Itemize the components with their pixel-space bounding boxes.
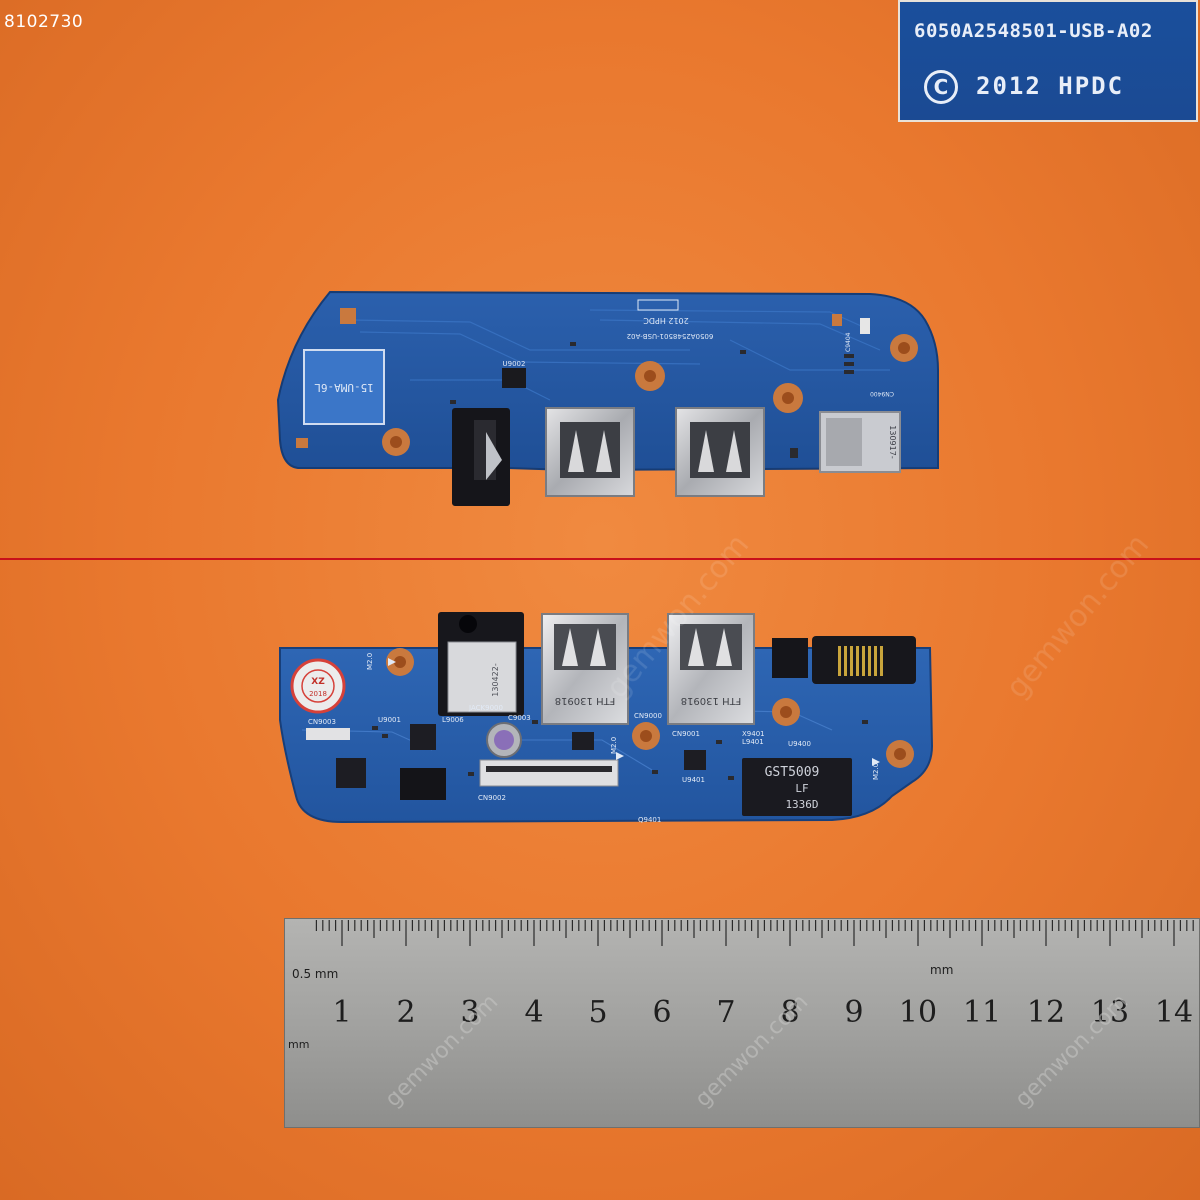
watermark-1: gemwon.com [599, 528, 756, 705]
ruler-number: 5 [588, 995, 607, 1030]
usb-code-1: FTH 130918 [555, 695, 616, 706]
usb-port-front-1: FTH 130918 [541, 613, 629, 725]
ruler-number: 6 [652, 995, 671, 1030]
chip-line1: GST5009 [765, 765, 820, 780]
ruler-mm-label-left: mm [288, 1038, 309, 1051]
board-label-left: 15-UMA-6L [314, 381, 374, 394]
chip-line2: LF [795, 782, 808, 795]
ref-u9401: U9401 [682, 776, 705, 784]
ruler-mm-label-top: mm [930, 963, 953, 977]
ruler-number: 3 [460, 995, 479, 1030]
chip-line3: 1336D [785, 798, 818, 811]
part-number-text: 6050A2548501-USB-A02 [914, 20, 1153, 42]
ruler-number: 1 [332, 995, 351, 1030]
ruler-number: 7 [716, 995, 735, 1030]
usb-board-back-side: 15-UMA-6L U9002 6050A2548501-USB-A02 201… [276, 290, 939, 506]
part-number-closeup: 6050A2548501-USB-A02 C 2012 HPDC [898, 0, 1198, 122]
ref-c9003: C9003 [508, 714, 531, 722]
sku-label: 8102730 [4, 12, 84, 32]
mark-m2-right: M2.0 [872, 763, 880, 780]
section-divider [0, 558, 1200, 560]
ref-u9400: U9400 [788, 740, 811, 748]
ref-jack9000: JACK9000 [468, 704, 503, 712]
connector-code: 130917- [888, 425, 897, 459]
ruler-number: 2 [396, 995, 415, 1030]
copyright-text: 2012 HPDC [976, 72, 1125, 100]
usb-port-front-2: FTH 130918 [667, 613, 755, 725]
ref-cn9000: CN9000 [634, 712, 662, 720]
usb-board-front-side: 130422- JACK9000 FTH 130918 FTH 130918 [279, 612, 934, 824]
silk-copyright: 2012 HPDC [643, 316, 689, 325]
silk-part-number: 6050A2548501-USB-A02 [627, 332, 714, 340]
ruler-half-mm-label: 0.5 mm [292, 967, 338, 981]
pcb-top [276, 290, 939, 472]
ref-u9001: U9001 [378, 716, 401, 724]
ref-x9401: X9401 [742, 730, 765, 738]
jack-code: 130422- [491, 663, 500, 697]
ref-cn9400: CN9400 [870, 390, 894, 397]
ruler-number: 4 [524, 995, 543, 1030]
usb-port-1 [545, 407, 635, 497]
ref-l9006: L9006 [442, 716, 464, 724]
mark-m2-mid: M2.0 [610, 737, 618, 754]
ref-c9404: C9404 [845, 332, 852, 352]
ruler-number: 12 [1027, 995, 1065, 1030]
ref-cn9003: CN9003 [308, 718, 336, 726]
usb-port-2 [675, 407, 765, 497]
ref-cn9002: CN9002 [478, 794, 506, 802]
ruler-number: 14 [1155, 995, 1193, 1030]
watermark-2: gemwon.com [999, 528, 1156, 705]
mark-m2-left: M2.0 [366, 653, 374, 670]
ruler-body [283, 917, 1200, 1129]
ruler-number: 11 [963, 995, 1001, 1030]
ruler-number: 10 [899, 995, 937, 1030]
ruler-number: 13 [1091, 995, 1129, 1030]
copyright-icon: C [924, 70, 958, 104]
ref-cn9001: CN9001 [672, 730, 700, 738]
sticker-code: XZ [311, 677, 325, 687]
ref-u9002: U9002 [503, 360, 526, 368]
ref-l9401: L9401 [742, 738, 764, 746]
ruler-number: 8 [780, 995, 799, 1030]
usb-code-2: FTH 130918 [681, 695, 742, 706]
ref-q9401: Q9401 [638, 816, 661, 824]
ruler-number: 9 [844, 995, 863, 1030]
sticker-year: 2018 [309, 690, 327, 698]
